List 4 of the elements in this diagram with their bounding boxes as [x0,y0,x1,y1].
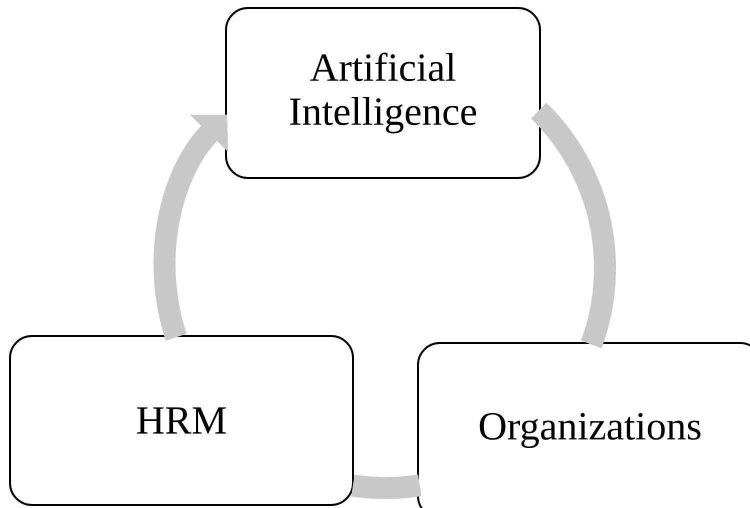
rounded-box: Artificial Intelligence [225,7,541,179]
rounded-box: HRM [9,335,354,506]
rounded-box: Organizations [417,342,750,508]
cycle-arrow [154,114,228,340]
